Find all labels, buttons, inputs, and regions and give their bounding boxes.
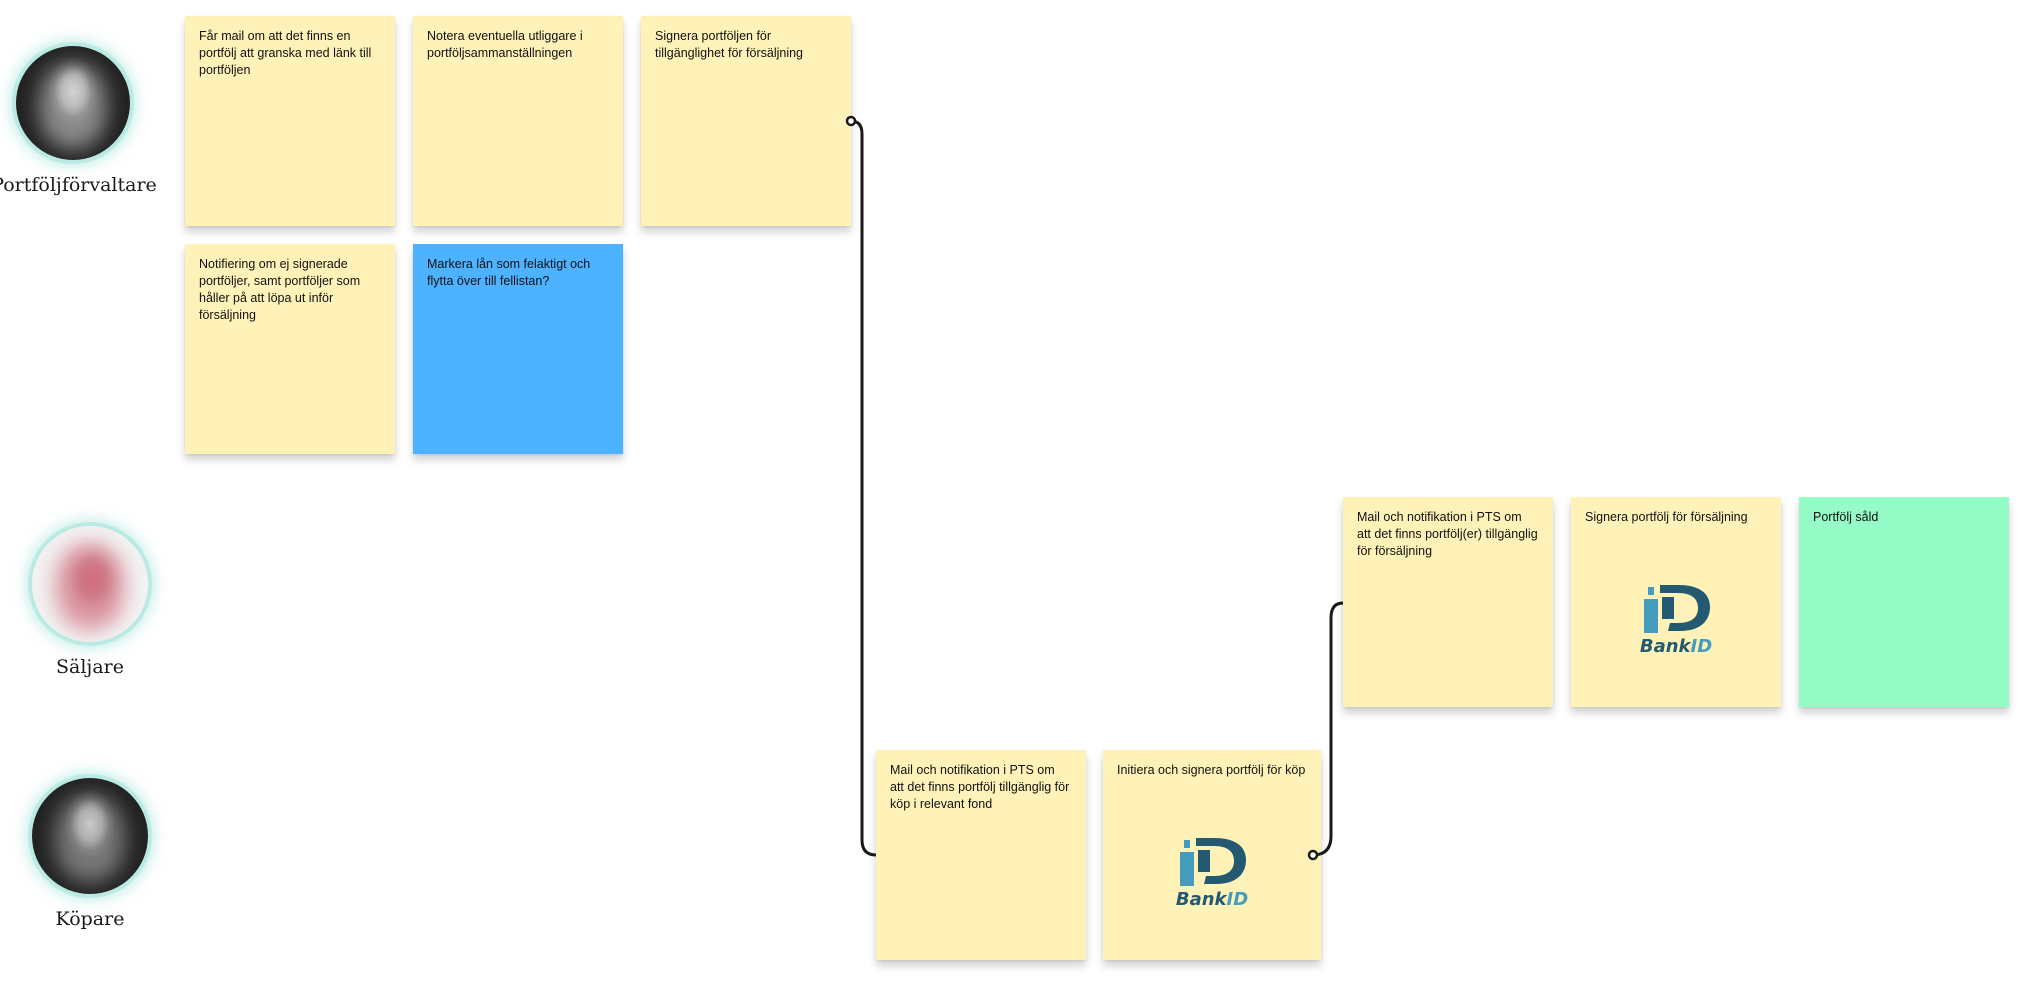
- sticky-note-text: Signera portfölj för försäljning: [1585, 510, 1748, 524]
- sticky-note-text: Signera portföljen för tillgänglighet fö…: [655, 29, 804, 60]
- bankid-text-bank: Bank: [1176, 889, 1228, 908]
- sticky-note-text: Notera eventuella utliggare i portföljsa…: [427, 29, 583, 60]
- role-label-buyer: Köpare: [55, 908, 125, 930]
- seller-avatar: [32, 526, 148, 642]
- sticky-note-text: Får mail om att det finns en portfölj at…: [199, 29, 372, 77]
- bankid-text-bank: Bank: [1640, 636, 1692, 655]
- portfolio-manager-avatar: [16, 46, 130, 160]
- bankid-text-id: ID: [1227, 889, 1249, 908]
- sticky-note[interactable]: Notera eventuella utliggare i portföljsa…: [413, 16, 623, 226]
- buyer-avatar: [32, 778, 148, 894]
- sticky-note-text: Markera lån som felaktigt och flytta öve…: [427, 257, 591, 288]
- connector-line: [850, 119, 877, 857]
- svg-text:BankID: BankID: [1176, 889, 1248, 908]
- sticky-note-text: Initiera och signera portfölj för köp: [1117, 763, 1306, 777]
- sticky-note-done[interactable]: Portfölj såld: [1799, 497, 2009, 707]
- sticky-note-question[interactable]: Markera lån som felaktigt och flytta öve…: [413, 244, 623, 454]
- sticky-note-text: Portfölj såld: [1813, 510, 1879, 524]
- sticky-note-text: Notifiering om ej signerade portföljer, …: [199, 257, 361, 322]
- bankid-logo: BankID: [1634, 581, 1718, 660]
- role-label-portfolio-manager: Portföljförvaltare: [0, 174, 157, 196]
- sticky-note[interactable]: Signera portföljen för tillgänglighet fö…: [641, 16, 851, 226]
- bankid-text-id: ID: [1691, 636, 1713, 655]
- sticky-note[interactable]: Mail och notifikation i PTS om att det f…: [876, 750, 1086, 960]
- svg-text:BankID: BankID: [1640, 636, 1712, 655]
- sticky-note[interactable]: Notifiering om ej signerade portföljer, …: [185, 244, 395, 454]
- bankid-logo: BankID: [1170, 834, 1254, 913]
- sticky-note[interactable]: Signera portfölj för försäljning BankID: [1571, 497, 1781, 707]
- sticky-note-text: Mail och notifikation i PTS om att det f…: [890, 763, 1070, 811]
- role-label-seller: Säljare: [56, 656, 124, 678]
- sticky-note[interactable]: Mail och notifikation i PTS om att det f…: [1343, 497, 1553, 707]
- sticky-note[interactable]: Initiera och signera portfölj för köp Ba…: [1103, 750, 1321, 960]
- sticky-note-text: Mail och notifikation i PTS om att det f…: [1357, 510, 1538, 558]
- sticky-note[interactable]: Får mail om att det finns en portfölj at…: [185, 16, 395, 226]
